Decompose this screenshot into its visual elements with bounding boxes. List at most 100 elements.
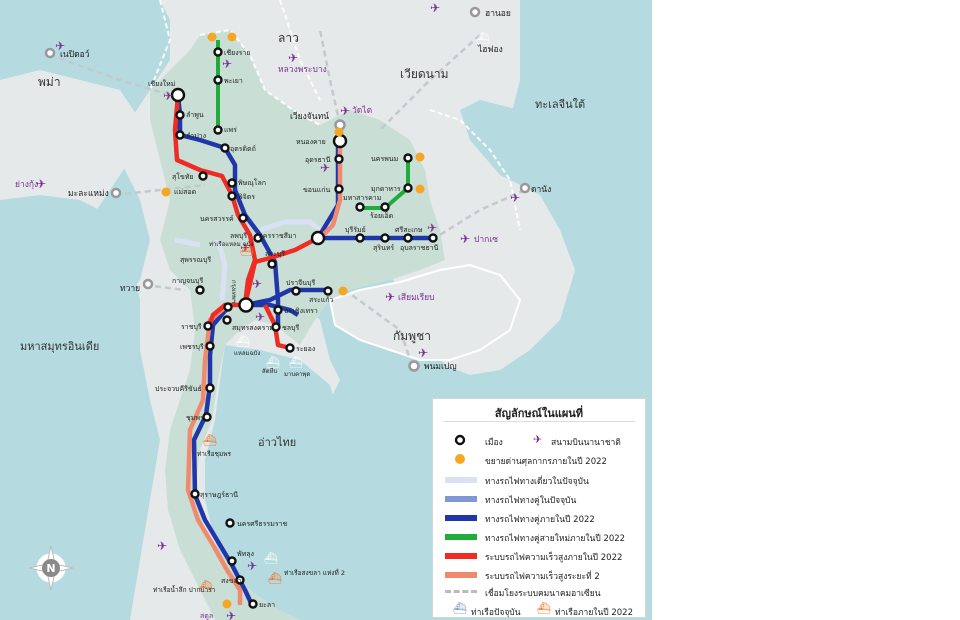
city-surin[interactable]	[380, 233, 390, 243]
gulf-of-thailand	[205, 345, 340, 620]
customs-icon	[334, 127, 344, 137]
label-sakaeo: สระแก้ว	[309, 296, 334, 304]
city-ratchaburi[interactable]	[203, 321, 213, 331]
city-samutsongkhram[interactable]	[222, 315, 232, 325]
label-laemchabang: แหลมฉบัง	[234, 350, 260, 357]
city-nakhonratchasima[interactable]	[310, 230, 326, 246]
city-chiangmai[interactable]	[170, 87, 186, 103]
city-phichit[interactable]	[227, 191, 237, 201]
city-bangkok[interactable]	[238, 297, 254, 313]
label-suphanburi: สุพรรณบุรี	[180, 256, 211, 264]
city-phatthalung[interactable]	[227, 556, 237, 566]
label-naypyidaw: เนปิดอว์	[60, 49, 90, 60]
label-samutsongkhram: สมุทรสงคราม	[232, 324, 274, 332]
customs-markers	[161, 32, 425, 609]
city-sisaket[interactable]	[403, 233, 413, 243]
city-khonkaen[interactable]	[334, 184, 344, 194]
city-uttaradit[interactable]	[220, 143, 230, 153]
label-satun: สตูล	[200, 612, 213, 620]
legend-asean-label: เชื่อมโยงระบบคมนาคมอาเซียน	[485, 589, 601, 599]
port-2022-icon: ⛴	[268, 572, 282, 585]
label-pakse: ปากเซ	[474, 235, 498, 245]
city-ayutthaya-west[interactable]	[223, 302, 233, 312]
label-surin: สุรินทร์	[373, 244, 394, 252]
label-yangon: ย่างกุ้ง	[15, 179, 38, 190]
port-2022-icon: ⛴	[203, 434, 217, 447]
country-borders	[149, 0, 521, 231]
label-mawlamyine: มะละแหม่ง	[68, 189, 109, 199]
label-phnompenh: พนมเปญ	[424, 362, 457, 372]
label-nakhonratchasima: นครราชสีมา	[258, 232, 297, 240]
legend-port-2022-icon: ⛴	[537, 602, 551, 615]
asean-links	[49, 29, 526, 366]
city-prachinburi[interactable]	[291, 286, 301, 296]
label-phetchaburi: เพชรบุรี	[180, 343, 204, 351]
label-wattay: วัดไต	[352, 105, 372, 116]
city-phetchaburi[interactable]	[205, 341, 215, 351]
city-mukdahan[interactable]	[403, 183, 413, 193]
city-chumphon[interactable]	[202, 412, 212, 422]
city-suratthani[interactable]	[190, 489, 200, 499]
label-lampang: ลำปาง	[186, 132, 206, 140]
city-lampang[interactable]	[175, 130, 185, 140]
city-danang[interactable]	[519, 182, 531, 194]
compass-icon: N	[28, 545, 74, 591]
city-yala[interactable]	[248, 599, 258, 609]
label-buriram: บุรีรัมย์	[345, 226, 366, 234]
city-dawei[interactable]	[142, 278, 154, 290]
city-ubon[interactable]	[428, 233, 438, 243]
city-phnompenh[interactable]	[408, 360, 420, 372]
city-lamphun[interactable]	[175, 110, 185, 120]
city-lopburi[interactable]	[253, 233, 263, 243]
legend-customs-label: ขยายด่านศุลกากรภายในปี 2022	[485, 457, 607, 467]
label-roiet: ร้อยเอ็ด	[370, 211, 393, 220]
airport-icon: ✈	[157, 539, 167, 553]
label-danang: ดานัง	[531, 185, 551, 195]
city-nakhonsithammarat[interactable]	[225, 518, 235, 528]
label-hanoi: ฮานอย	[485, 9, 511, 19]
country-vietnam: เวียดนาม	[400, 67, 449, 81]
legend-new-double-swatch	[445, 534, 477, 540]
city-songkhla[interactable]	[235, 575, 245, 585]
legend-double-2022-label: ทางรถไฟทางคู่ภายในปี 2022	[485, 515, 595, 525]
label-uttaradit: อุตรดิตถ์	[230, 145, 256, 153]
city-chachoengsao[interactable]	[273, 305, 283, 315]
label-maesot: แม่สอด	[174, 188, 196, 196]
city-phayao[interactable]	[213, 75, 223, 85]
city-udonthani[interactable]	[334, 154, 344, 164]
label-phrae: แพร่	[224, 126, 237, 134]
city-saraburi[interactable]	[267, 259, 277, 269]
label-yala: ยะลา	[259, 601, 275, 609]
city-buriram[interactable]	[355, 233, 365, 243]
city-chonburi[interactable]	[271, 322, 281, 332]
city-sukhothai[interactable]	[198, 171, 208, 181]
transport-map: ✈ ✈ ✈ ✈ ✈ ✈ ✈ ✈ ✈ ✈ ✈ ✈ ✈ ✈ ✈ ✈ ✈ ✈ ✈ ⛴ …	[0, 0, 652, 620]
single-track-lines	[174, 219, 332, 301]
city-rayong[interactable]	[285, 343, 295, 353]
legend-port-current-label: ท่าเรือปัจจุบัน	[471, 608, 521, 618]
city-mawlamyine[interactable]	[110, 187, 122, 199]
legend-city-icon	[454, 434, 466, 446]
port-2022-icon: ⛴	[199, 580, 213, 593]
city-nongkhai[interactable]	[332, 133, 348, 149]
city-roiet[interactable]	[380, 202, 390, 212]
city-prachuap[interactable]	[205, 383, 215, 393]
city-naypyidaw[interactable]	[44, 47, 56, 59]
city-chiangrai[interactable]	[213, 47, 223, 57]
city-nakhonsawan[interactable]	[238, 213, 248, 223]
port-current-icon: ⛴	[236, 335, 250, 348]
cambodia-land	[328, 263, 522, 361]
city-nakhonphanom[interactable]	[403, 153, 413, 163]
city-sakaeo[interactable]	[323, 286, 333, 296]
port-current-icon: ⛴	[264, 552, 278, 565]
city-kanchanaburi[interactable]	[195, 285, 205, 295]
customs-icon	[227, 32, 237, 42]
label-vientiane: เวียงจันทน์	[290, 111, 329, 122]
city-hanoi[interactable]	[469, 6, 481, 18]
city-mahasarakham[interactable]	[355, 202, 365, 212]
city-phrae[interactable]	[213, 125, 223, 135]
label-songkhla-port: ท่าเรือสงขลา แห่งที่ 2	[284, 568, 345, 577]
legend-hsr-2022-label: ระบบรถไฟความเร็วสูงภายในปี 2022	[485, 553, 623, 563]
city-phitsanulok[interactable]	[227, 178, 237, 188]
country-laos: ลาว	[278, 31, 299, 45]
